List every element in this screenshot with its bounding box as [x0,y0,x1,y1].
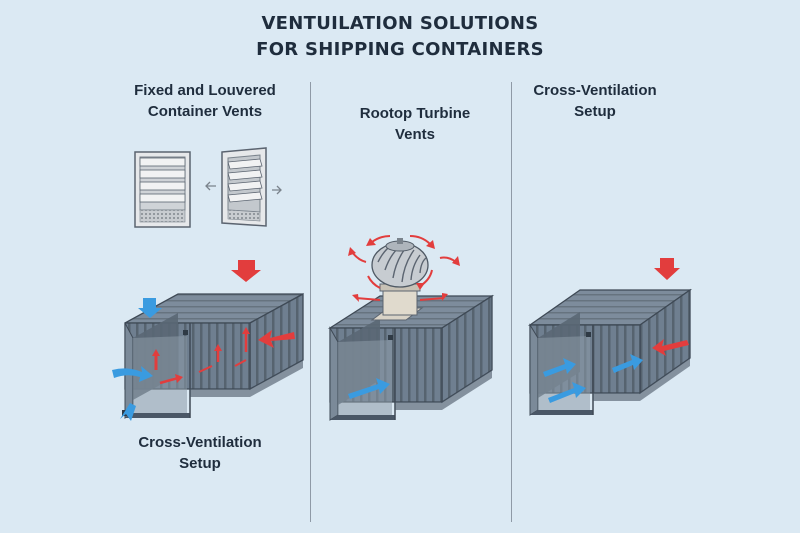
page-title-line-2: FOR SHIPPING CONTAINERS [256,39,544,60]
louvered-vent-icon [134,151,191,228]
shipping-container-icon [327,294,495,421]
shipping-container-icon [527,288,693,416]
swap-arrows-icon [205,181,282,195]
airflow-arrow-icon [112,260,295,421]
turbine-vent-icon [370,238,429,321]
airflow-arrow-icon [543,258,689,403]
panel-divider-left [310,82,311,522]
louvered-vent-angled-icon [221,147,267,227]
panel-divider-right [511,82,512,522]
shipping-container-icon [122,292,304,419]
airflow-arrow-icon [348,378,390,399]
page-title-line-1: VENTUILATION SOLUTIONS [261,13,539,34]
heading-fixed-vents: Fixed and Louvered Container Vents [134,82,276,120]
airflow-arrowheads [348,238,460,302]
heading-cross-ventilation: Cross-Ventilation Setup [533,82,657,120]
caption-cross-ventilation: Cross-Ventilation Setup [138,434,262,472]
heading-turbine-vents: Rootop Turbine Vents [359,105,471,143]
